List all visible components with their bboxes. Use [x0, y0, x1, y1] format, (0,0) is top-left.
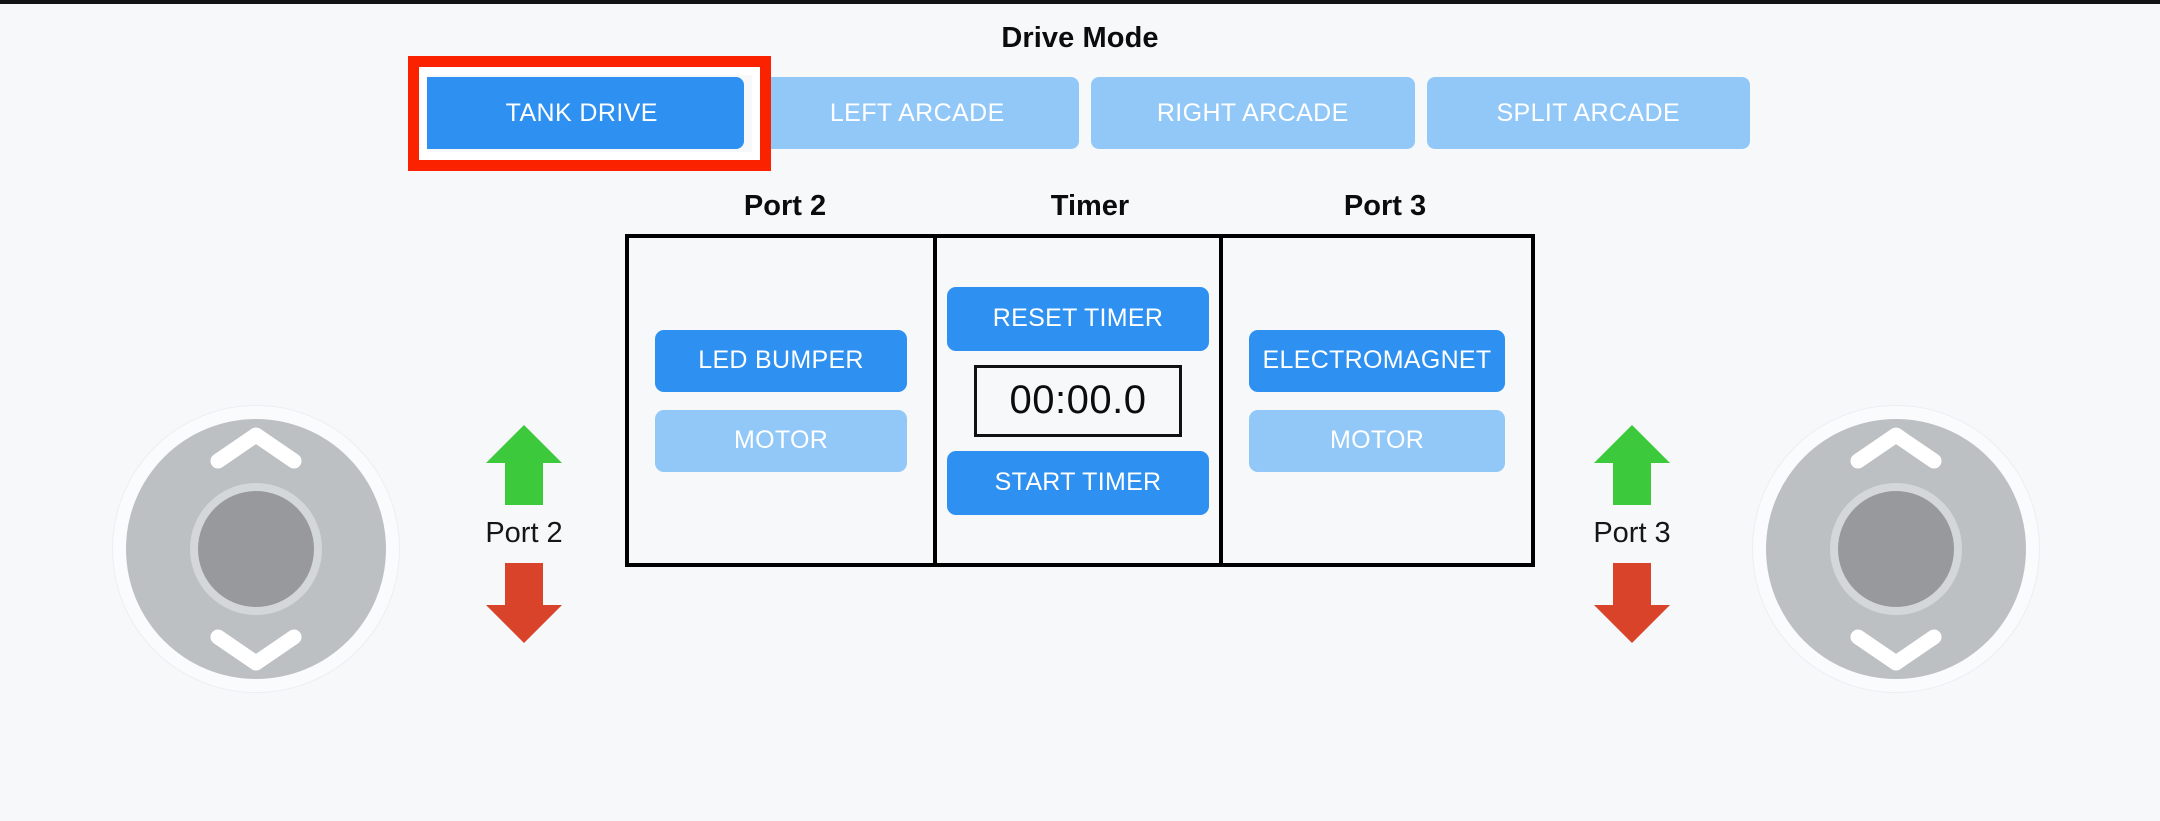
chevron-down-icon: [1850, 629, 1942, 671]
port2-panel: LED BUMPER MOTOR: [629, 238, 938, 563]
led-bumper-button[interactable]: LED BUMPER: [655, 329, 908, 392]
port2-column-header: Port 2: [743, 190, 827, 222]
port2-arrow-label: Port 2: [485, 517, 563, 549]
timer-display: 00:00.0: [974, 364, 1183, 437]
chevron-up-icon: [1850, 427, 1942, 469]
timer-column-header: Timer: [1050, 190, 1130, 222]
drive-mode-split-arcade[interactable]: SPLIT ARCADE: [1426, 77, 1750, 149]
port2-arrow-controls: Port 2: [444, 422, 604, 646]
arrow-up-icon[interactable]: [1593, 422, 1671, 508]
right-joystick[interactable]: [1752, 405, 2040, 693]
drive-mode-tank-drive[interactable]: TANK DRIVE: [420, 77, 744, 149]
left-joystick-knob[interactable]: [198, 491, 314, 607]
arrow-down-icon[interactable]: [1593, 560, 1671, 646]
port3-motor-button[interactable]: MOTOR: [1249, 409, 1505, 472]
right-joystick-knob[interactable]: [1838, 491, 1954, 607]
drive-mode-title: Drive Mode: [1001, 22, 1159, 54]
start-timer-button[interactable]: START TIMER: [947, 450, 1210, 515]
drive-mode-button-group: TANK DRIVE LEFT ARCADE RIGHT ARCADE SPLI…: [420, 77, 1750, 149]
top-divider: [0, 0, 2160, 4]
drive-mode-left-arcade[interactable]: LEFT ARCADE: [755, 77, 1079, 149]
timer-panel: RESET TIMER 00:00.0 START TIMER: [937, 238, 1224, 563]
port2-motor-button[interactable]: MOTOR: [655, 409, 908, 472]
port3-arrow-controls: Port 3: [1552, 422, 1712, 646]
electromagnet-button[interactable]: ELECTROMAGNET: [1249, 329, 1505, 392]
chevron-down-icon: [210, 629, 302, 671]
port3-arrow-label: Port 3: [1593, 517, 1671, 549]
arrow-up-icon[interactable]: [485, 422, 563, 508]
drive-mode-right-arcade[interactable]: RIGHT ARCADE: [1091, 77, 1415, 149]
port3-column-header: Port 3: [1343, 190, 1427, 222]
left-joystick[interactable]: [112, 405, 400, 693]
chevron-up-icon: [210, 427, 302, 469]
port3-panel: ELECTROMAGNET MOTOR: [1223, 238, 1531, 563]
arrow-down-icon[interactable]: [485, 560, 563, 646]
reset-timer-button[interactable]: RESET TIMER: [947, 286, 1210, 351]
control-panel: LED BUMPER MOTOR RESET TIMER 00:00.0 STA…: [625, 234, 1535, 567]
